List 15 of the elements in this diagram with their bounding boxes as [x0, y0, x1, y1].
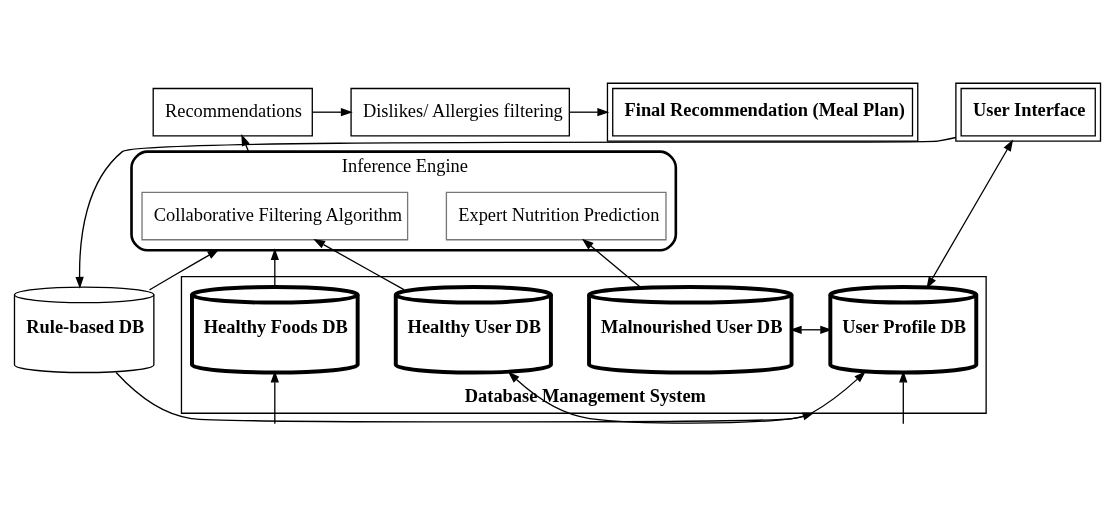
arrow: [926, 139, 1014, 289]
node-box: Final Recommendation (Meal Plan): [606, 82, 919, 142]
arrow: [312, 108, 353, 117]
node-box: Expert Nutrition Prediction: [445, 191, 667, 241]
arrow: [241, 134, 250, 153]
arrow: [313, 238, 405, 291]
node-box: Collaborative Filtering Algorithm: [141, 191, 409, 241]
arrow: [75, 136, 957, 289]
arrow: [581, 238, 641, 288]
arrow: [270, 248, 279, 288]
node-box: Recommendations: [152, 87, 313, 137]
arrow: [568, 108, 610, 117]
node-box: Dislikes/ Allergies filtering: [350, 87, 570, 137]
node-box: User Interface: [955, 82, 1102, 142]
arrow: [148, 249, 220, 291]
